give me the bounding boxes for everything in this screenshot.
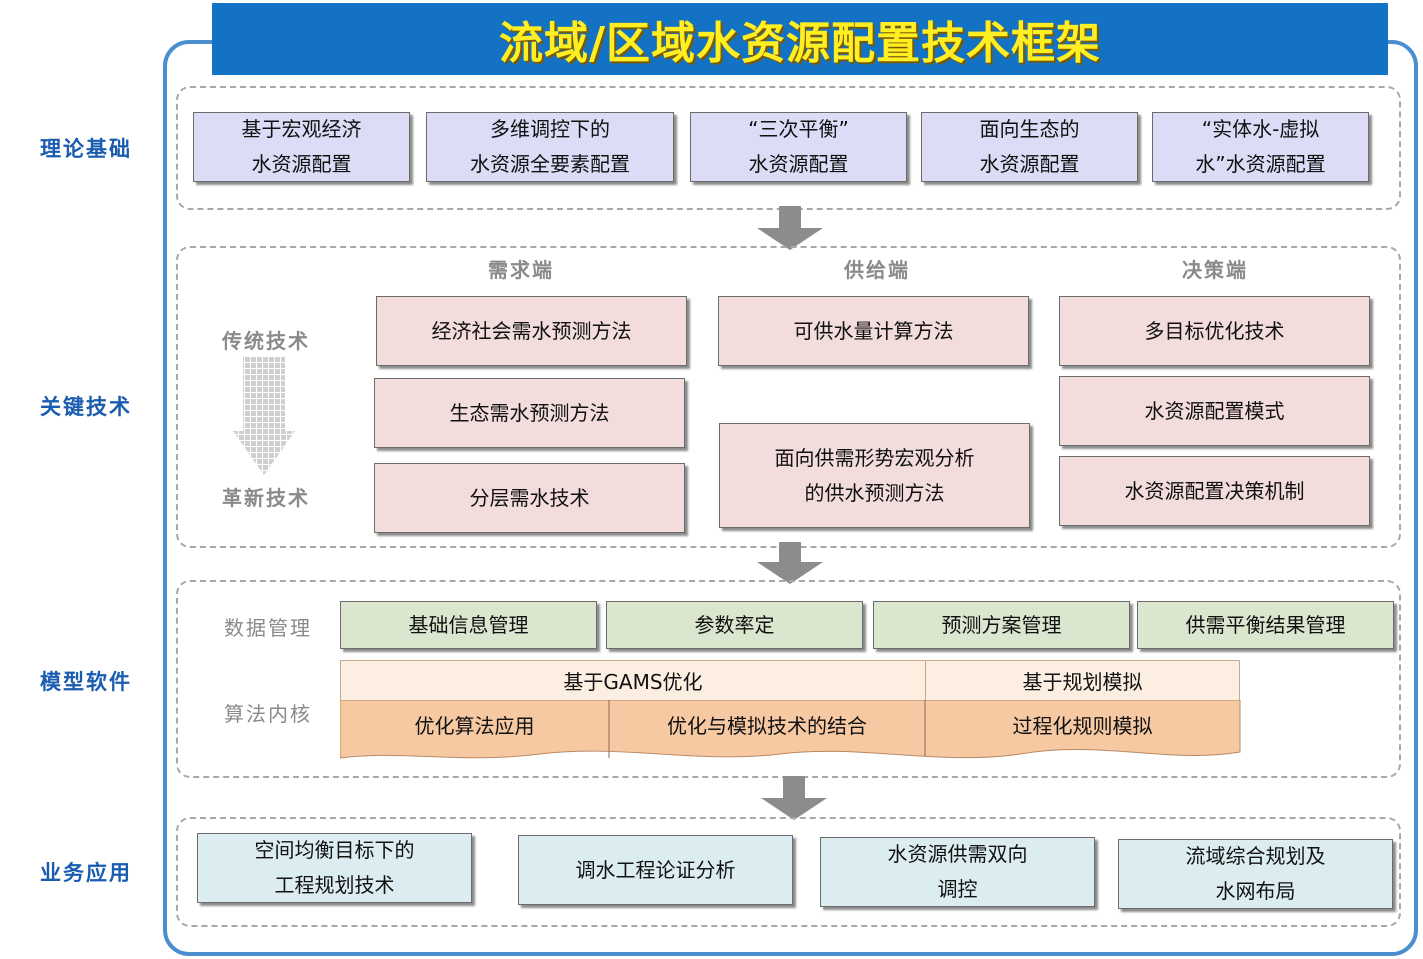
- box-line: 水资源供需双向: [887, 842, 1028, 866]
- column-header-supply: 供给端: [844, 258, 910, 282]
- label-data-management: 数据管理: [224, 616, 312, 640]
- theory-box-ecology: 面向生态的水资源配置: [921, 112, 1138, 182]
- down-arrow-icon: [761, 776, 827, 820]
- row-label-business: 业务应用: [40, 861, 132, 885]
- algo-header-planning: 基于规划模拟: [925, 660, 1240, 701]
- box-line: 流域综合规划及: [1185, 844, 1326, 868]
- box-line: 面向供需形势宏观分析: [774, 445, 975, 470]
- row-label-theory: 理论基础: [40, 137, 132, 161]
- theory-box-macro-economy: 基于宏观经济水资源配置: [193, 112, 410, 182]
- theory-box-three-balances: “三次平衡” 水资源配置: [690, 112, 907, 182]
- label-algorithm-core: 算法内核: [224, 702, 312, 726]
- supply-box-available-water: 可供水量计算方法: [718, 296, 1029, 366]
- box-line: 水资源配置: [748, 152, 849, 176]
- box-line: 水资源配置: [251, 152, 352, 176]
- algo-box-optimization: 优化算法应用: [414, 713, 535, 738]
- box-line: 水资源配置: [979, 152, 1080, 176]
- row-label-model: 模型软件: [40, 670, 132, 694]
- box-line: 水网布局: [1215, 879, 1296, 903]
- data-box-calibration: 参数率定: [606, 601, 863, 649]
- theory-box-multidimensional: 多维调控下的水资源全要素配置: [426, 112, 674, 182]
- demand-box-socioeconomic: 经济社会需水预测方法: [376, 296, 687, 366]
- box-line: “三次平衡”: [748, 117, 849, 141]
- page-title: 流域/区域水资源配置技术框架: [212, 3, 1388, 75]
- label-traditional-tech: 传统技术: [222, 329, 310, 353]
- gradient-down-arrow-icon: [233, 357, 295, 475]
- data-box-balance-results: 供需平衡结果管理: [1137, 601, 1394, 649]
- box-line: 调控: [937, 877, 978, 901]
- label-innovative-tech: 革新技术: [222, 486, 310, 510]
- box-line: 水”水资源配置: [1195, 152, 1326, 176]
- business-box-engineering-planning: 空间均衡目标下的工程规划技术: [197, 833, 472, 903]
- decision-box-decision-mechanism: 水资源配置决策机制: [1059, 456, 1370, 526]
- box-line: 空间均衡目标下的: [254, 838, 415, 862]
- algo-header-gams: 基于GAMS优化: [340, 660, 926, 701]
- decision-box-multi-objective: 多目标优化技术: [1059, 296, 1370, 366]
- algo-wave-background: [340, 700, 1241, 759]
- box-line: 基于宏观经济: [241, 117, 362, 141]
- box-line: 面向生态的: [979, 117, 1080, 141]
- box-line: 工程规划技术: [274, 873, 395, 897]
- business-box-bidirectional-regulation: 水资源供需双向调控: [820, 837, 1095, 907]
- box-line: “实体水-虚拟: [1201, 117, 1320, 141]
- supply-box-macro-analysis: 面向供需形势宏观分析的供水预测方法: [719, 423, 1030, 528]
- algo-box-rule-simulation: 过程化规则模拟: [1012, 713, 1153, 738]
- column-header-demand: 需求端: [488, 258, 554, 282]
- down-arrow-icon: [757, 542, 823, 584]
- down-arrow-icon: [757, 206, 823, 250]
- decision-box-allocation-mode: 水资源配置模式: [1059, 376, 1370, 446]
- data-box-forecast: 预测方案管理: [873, 601, 1130, 649]
- column-header-decision: 决策端: [1182, 258, 1248, 282]
- business-box-basin-planning: 流域综合规划及水网布局: [1118, 839, 1393, 909]
- demand-box-layered: 分层需水技术: [374, 463, 685, 533]
- demand-box-ecological: 生态需水预测方法: [374, 378, 685, 448]
- business-section: [176, 817, 1401, 927]
- algo-box-combined: 优化与模拟技术的结合: [667, 713, 867, 738]
- row-label-key-tech: 关键技术: [40, 395, 132, 419]
- box-line: 多维调控下的: [490, 117, 610, 141]
- business-box-water-transfer: 调水工程论证分析: [518, 835, 793, 905]
- box-line: 的供水预测方法: [804, 480, 945, 505]
- data-box-basic-info: 基础信息管理: [340, 601, 597, 649]
- box-line: 水资源全要素配置: [470, 152, 630, 176]
- theory-box-virtual-water: “实体水-虚拟水”水资源配置: [1152, 112, 1369, 182]
